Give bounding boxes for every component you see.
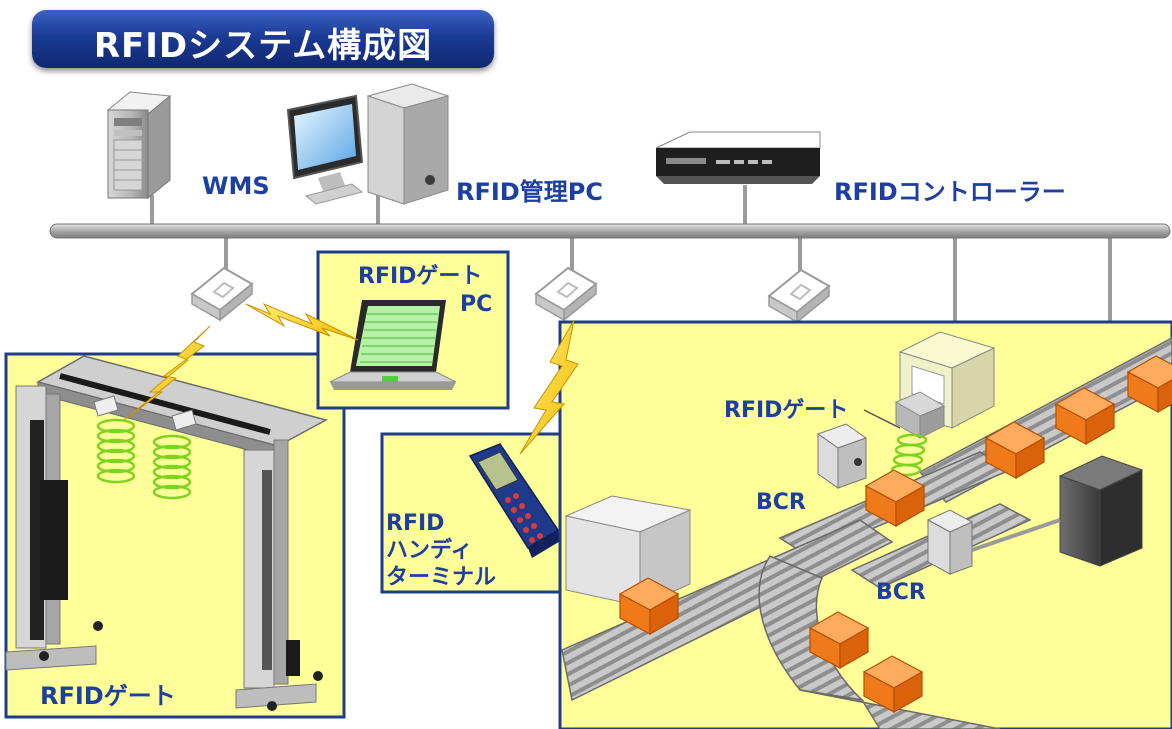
gate-left-label: RFIDゲート [40, 682, 176, 710]
rfid-controller-icon [655, 131, 821, 184]
bcr-upper-label: BCR [756, 490, 806, 515]
management-pc-label: RFID管理PC [456, 178, 603, 206]
gate-pc-panel [316, 250, 510, 410]
gate-pc-label-line1: RFIDゲート [358, 264, 483, 289]
wms-server-icon [106, 91, 172, 200]
wireless-link-icon [123, 302, 579, 455]
network-backbone [49, 180, 1171, 390]
conveyor-gate-label: RFIDゲート [724, 398, 849, 423]
handy-label-line1: RFID [386, 511, 445, 536]
handy-terminal-panel [380, 432, 570, 594]
handy-label-line2: ハンディ [386, 538, 473, 563]
page-title: RFIDシステム構成図 [93, 26, 433, 66]
bcr-lower-label: BCR [876, 580, 926, 605]
callout-line [863, 409, 901, 429]
rfid-gate-panel [4, 352, 346, 719]
rf-field-icon [890, 433, 928, 477]
management-pc-icon [286, 83, 450, 205]
access-point-icon [191, 267, 253, 321]
gate-pc-label-line2: PC [460, 292, 493, 317]
access-point-icon [768, 269, 830, 323]
controller-label: RFIDコントローラー [834, 178, 1066, 206]
conveyor-area-panel [558, 320, 1172, 729]
title-banner: RFIDシステム構成図 [32, 10, 494, 68]
handy-label-line3: ターミナル [386, 565, 497, 590]
access-point-icon [535, 267, 597, 321]
rf-field-icon [96, 418, 192, 500]
wms-label: WMS [202, 172, 270, 200]
